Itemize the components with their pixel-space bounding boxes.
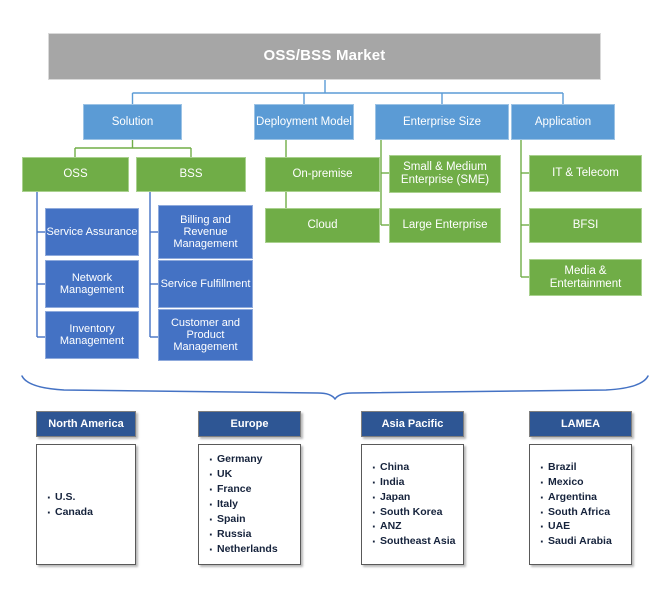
leaf-node-inventory-management[interactable]: Inventory Management xyxy=(45,311,139,359)
region-country-item: Canada xyxy=(47,504,93,522)
region-country-item: Italy xyxy=(209,496,278,514)
category-node-application[interactable]: Application xyxy=(511,104,615,140)
region-body-europe: GermanyUKFranceItalySpainRussiaNetherlan… xyxy=(198,444,301,565)
region-country-item: U.S. xyxy=(47,489,93,507)
region-country-item: Japan xyxy=(372,489,455,507)
root-node-oss-bss-market[interactable]: OSS/BSS Market xyxy=(48,33,601,80)
region-body-lamea: BrazilMexicoArgentinaSouth AfricaUAESaud… xyxy=(529,444,632,565)
leaf-node-service-assurance[interactable]: Service Assurance xyxy=(45,208,139,256)
region-header-lamea[interactable]: LAMEA xyxy=(529,411,632,437)
region-body-asia-pacific: ChinaIndiaJapanSouth KoreaANZSoutheast A… xyxy=(361,444,464,565)
region-country-item: Netherlands xyxy=(209,541,278,559)
subcategory-node-bss[interactable]: BSS xyxy=(136,157,246,192)
region-country-list-lamea: BrazilMexicoArgentinaSouth AfricaUAESaud… xyxy=(530,459,612,552)
region-country-item: ANZ xyxy=(372,518,455,536)
leaf-node-customer-and-product-management[interactable]: Customer and Product Management xyxy=(158,309,253,361)
region-country-item: Brazil xyxy=(540,459,612,477)
region-country-item: UAE xyxy=(540,518,612,536)
region-country-item: South Africa xyxy=(540,504,612,522)
region-country-item: Mexico xyxy=(540,474,612,492)
region-country-item: China xyxy=(372,459,455,477)
category-node-deployment-model[interactable]: Deployment Model xyxy=(254,104,354,140)
subcategory-node-media-entertainment[interactable]: Media & Entertainment xyxy=(529,259,642,296)
region-header-north-america[interactable]: North America xyxy=(36,411,136,437)
region-country-item: Southeast Asia xyxy=(372,533,456,551)
region-country-item: Russia xyxy=(209,526,278,544)
region-country-item: France xyxy=(209,481,278,499)
region-country-list-north-america: U.S.Canada xyxy=(37,489,93,522)
leaf-node-service-fulfillment[interactable]: Service Fulfillment xyxy=(158,260,253,308)
region-country-list-asia-pacific: ChinaIndiaJapanSouth KoreaANZSoutheast A… xyxy=(362,459,456,552)
region-country-item: Germany xyxy=(209,451,278,469)
brace-right-half xyxy=(334,375,649,400)
region-header-europe[interactable]: Europe xyxy=(198,411,301,437)
category-node-solution[interactable]: Solution xyxy=(83,104,182,140)
leaf-node-network-management[interactable]: Network Management xyxy=(45,260,139,308)
region-country-item: UK xyxy=(209,466,278,484)
leaf-node-billing-and-revenue-management[interactable]: Billing and Revenue Management xyxy=(158,205,253,259)
subcategory-node-it-telecom[interactable]: IT & Telecom xyxy=(529,155,642,192)
region-header-asia-pacific[interactable]: Asia Pacific xyxy=(361,411,464,437)
subcategory-node-on-premise[interactable]: On-premise xyxy=(265,157,380,192)
subcategory-node-bfsi[interactable]: BFSI xyxy=(529,208,642,243)
region-country-item: Saudi Arabia xyxy=(540,533,612,551)
subcategory-node-small-medium-enterprise[interactable]: Small & Medium Enterprise (SME) xyxy=(389,155,501,193)
region-country-item: South Korea xyxy=(372,504,455,522)
region-body-north-america: U.S.Canada xyxy=(36,444,136,565)
region-country-list-europe: GermanyUKFranceItalySpainRussiaNetherlan… xyxy=(199,451,278,559)
region-country-item: India xyxy=(372,474,455,492)
category-node-enterprise-size[interactable]: Enterprise Size xyxy=(375,104,509,140)
subcategory-node-oss[interactable]: OSS xyxy=(22,157,129,192)
region-country-item: Argentina xyxy=(540,489,612,507)
region-country-item: Spain xyxy=(209,511,278,529)
brace-left-half xyxy=(21,375,336,400)
subcategory-node-cloud[interactable]: Cloud xyxy=(265,208,380,243)
subcategory-node-large-enterprise[interactable]: Large Enterprise xyxy=(389,208,501,243)
